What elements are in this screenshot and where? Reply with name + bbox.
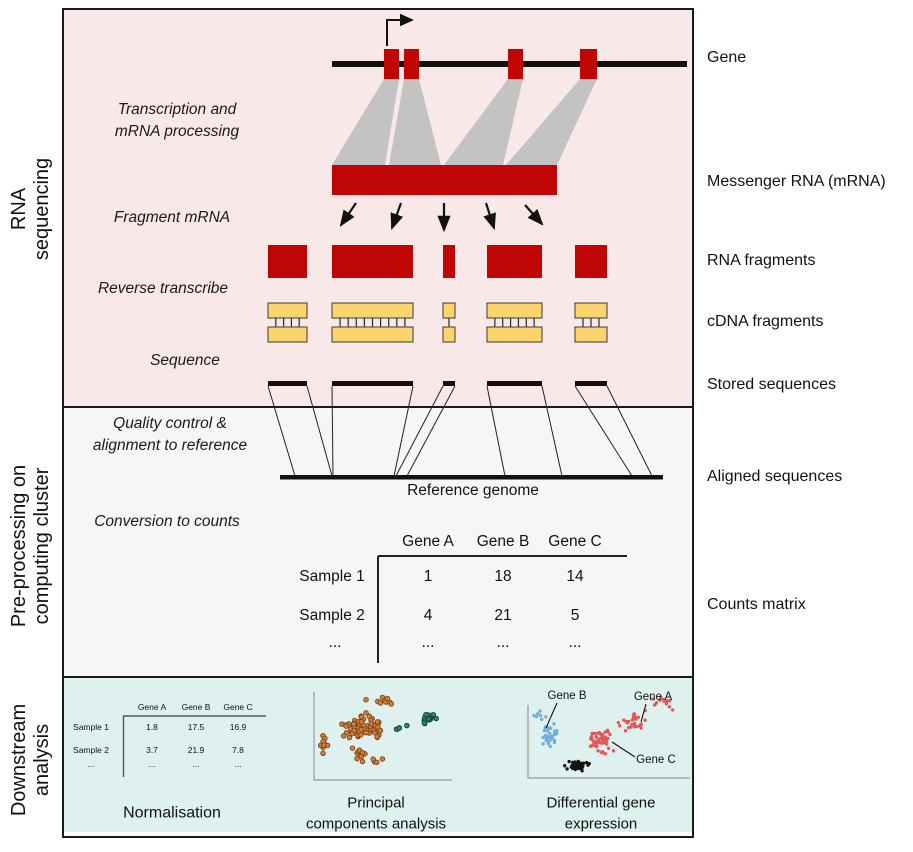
label-mrna: Messenger RNA (mRNA) (707, 173, 886, 190)
counts-value: 4 (423, 607, 433, 624)
step-conversion-to-counts: Conversion to counts (94, 513, 240, 530)
counts-value: 5 (570, 607, 580, 624)
counts-col-header: Gene C (548, 533, 602, 550)
label-counts-matrix: Counts matrix (707, 596, 806, 613)
norm-value: ... (192, 759, 200, 769)
counts-value: ... (568, 634, 582, 651)
norm-row-label: Sample 1 (73, 722, 109, 732)
counts-row-label: Sample 1 (299, 568, 365, 585)
caption-normalisation: Normalisation (123, 804, 221, 822)
norm-value: ... (148, 759, 156, 769)
counts-row-label: Sample 2 (299, 607, 365, 624)
norm-col-header: Gene C (223, 702, 253, 712)
section-label-line: RNA (8, 187, 30, 231)
section-label-downstream: Downstream analysis (8, 704, 54, 816)
norm-value: 16.9 (229, 722, 247, 732)
annotation-gene-c: Gene C (636, 754, 676, 766)
annotation-gene-a: Gene A (633, 691, 673, 703)
step-label-line: alignment to reference (92, 437, 248, 454)
section-label-line: Pre-processing on (8, 464, 30, 628)
step-fragment-mrna: Fragment mRNA (113, 209, 231, 226)
norm-value: 3.7 (146, 745, 158, 755)
norm-row-label: Sample 2 (73, 745, 109, 755)
step-sequence: Sequence (150, 352, 220, 369)
label-cdna-fragments: cDNA fragments (707, 313, 824, 330)
step-label-line: Quality control & (113, 415, 227, 432)
caption-pca-line1: Principal (347, 794, 405, 812)
counts-value: 1 (423, 568, 433, 585)
annotation-gene-b: Gene B (547, 690, 587, 702)
step-label-line: mRNA processing (114, 123, 240, 140)
section-label-line: sequencing (31, 157, 53, 261)
norm-value: 17.5 (187, 722, 205, 732)
label-rna-fragments: RNA fragments (707, 252, 816, 269)
caption-dge-line2: expression (564, 815, 638, 833)
section-label-line: computing cluster (31, 467, 53, 625)
counts-value: 21 (494, 607, 512, 624)
norm-value: ... (234, 759, 242, 769)
norm-value: 1.8 (146, 722, 158, 732)
caption-pca-line2: components analysis (305, 815, 447, 833)
step-transcription: Transcription and mRNA processing (115, 99, 239, 143)
counts-value: ... (421, 634, 435, 651)
label-gene: Gene (707, 49, 747, 66)
norm-value: 7.8 (232, 745, 244, 755)
step-quality-control: Quality control & alignment to reference (93, 413, 247, 457)
section-label-rna-sequencing: RNA sequencing (8, 158, 54, 260)
counts-row-label: ... (328, 634, 342, 651)
counts-value: 18 (494, 568, 512, 585)
label-stored-sequences: Stored sequences (707, 376, 836, 393)
section-label-preprocessing: Pre-processing on computing cluster (8, 465, 54, 627)
counts-value: 14 (566, 568, 584, 585)
counts-col-header: Gene B (476, 533, 530, 550)
section-label-line: Downstream (8, 703, 30, 817)
norm-col-header: Gene B (181, 702, 211, 712)
step-reverse-transcribe: Reverse transcribe (97, 280, 229, 297)
norm-row-label: ... (87, 759, 95, 769)
counts-col-header: Gene A (402, 533, 454, 550)
section-label-line: analysis (31, 723, 53, 797)
caption-dge-line1: Differential gene (546, 794, 656, 812)
step-label-line: Transcription and (117, 101, 237, 118)
counts-value: ... (496, 634, 510, 651)
reference-genome-label: Reference genome (407, 482, 539, 499)
norm-col-header: Gene A (137, 702, 167, 712)
norm-value: 21.9 (187, 745, 205, 755)
label-aligned-sequences: Aligned sequences (707, 468, 843, 485)
